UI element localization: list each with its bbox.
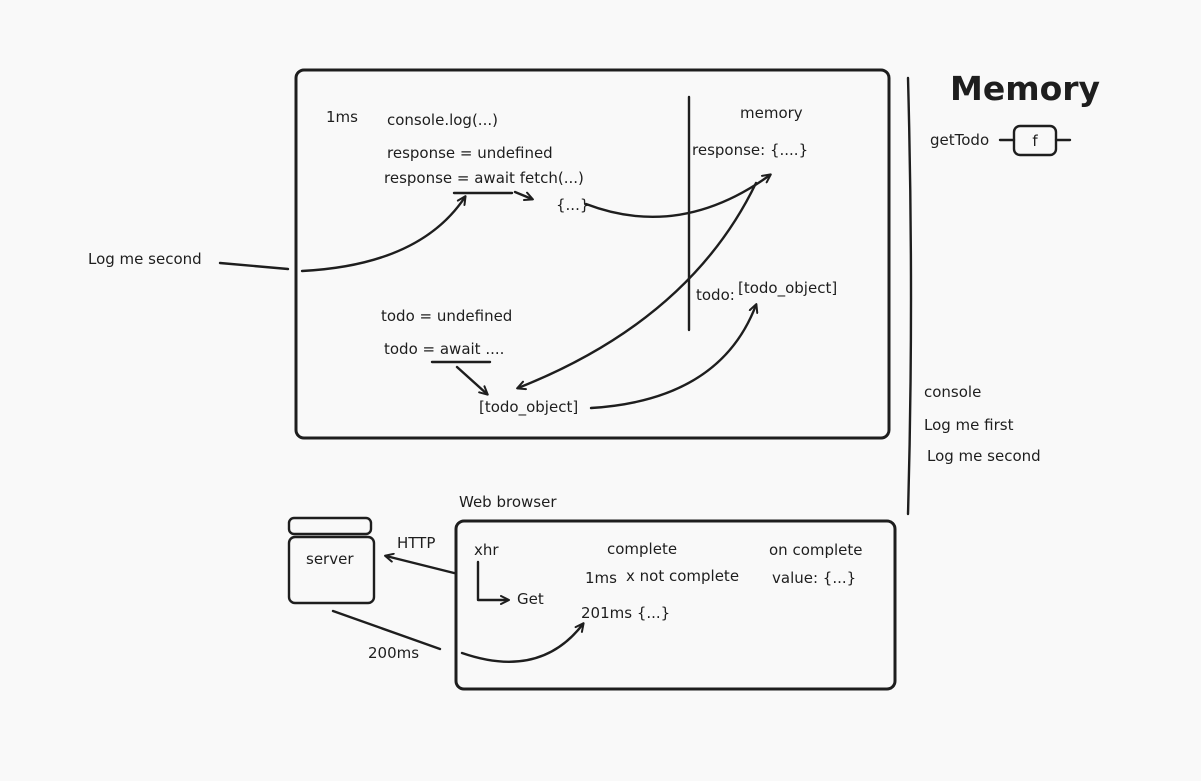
promise-placeholder: {...} (556, 196, 589, 214)
todo-object-to-memory-arrow (589, 303, 759, 410)
gettodo-label: getTodo (930, 131, 989, 149)
todo-object-result: [todo_object] (479, 398, 578, 417)
execution-context-frame (294, 68, 891, 440)
response-arrow (460, 622, 585, 663)
oncomplete-value: value: {...} (772, 569, 856, 587)
memory-todo-value: [todo_object] (738, 279, 837, 298)
console-log-line: console.log(...) (387, 111, 498, 129)
http-request-arrow (384, 552, 456, 575)
memory-to-todo-arrow (516, 181, 758, 391)
outside-connector-line (218, 261, 290, 271)
complete-row-2: 201ms {...} (581, 604, 670, 622)
response-await-line: response = await fetch(...) (384, 169, 584, 187)
console-entry-1: Log me first (924, 416, 1014, 434)
await-to-todo-object-arrow (455, 365, 489, 396)
complete-row-time: 1ms (585, 569, 617, 587)
web-browser-title: Web browser (459, 493, 557, 511)
xhr-get-arrow (476, 560, 510, 605)
todo-undefined-line: todo = undefined (381, 307, 512, 325)
function-glyph: f (1032, 132, 1038, 150)
console-header: console (924, 383, 981, 401)
console-entry-2: Log me second (927, 447, 1041, 465)
complete-row-status: x not complete (626, 567, 739, 585)
latency-label: 200ms (368, 644, 419, 662)
memory-title: Memory (950, 69, 1100, 108)
memory-column-header: memory (740, 104, 803, 122)
entry-arrow (300, 195, 467, 273)
complete-header: complete (607, 540, 677, 558)
log-me-second-label: Log me second (88, 250, 202, 268)
oncomplete-header: on complete (769, 541, 863, 559)
server-lid (287, 516, 373, 536)
get-label: Get (517, 590, 544, 608)
latency-line (331, 609, 442, 651)
fetch-to-promise-arrow (513, 190, 534, 202)
response-undefined-line: response = undefined (387, 144, 553, 162)
memory-todo-label: todo: (696, 286, 735, 304)
server-box (287, 535, 376, 605)
promise-to-memory-arrow (584, 173, 772, 218)
right-separator-line (906, 76, 913, 516)
http-label: HTTP (397, 534, 435, 552)
xhr-label: xhr (474, 541, 499, 559)
time-label: 1ms (326, 108, 358, 126)
web-browser-frame (454, 519, 897, 691)
memory-response-entry: response: {....} (692, 141, 808, 159)
server-label: server (306, 550, 354, 568)
todo-await-line: todo = await .... (384, 340, 504, 358)
